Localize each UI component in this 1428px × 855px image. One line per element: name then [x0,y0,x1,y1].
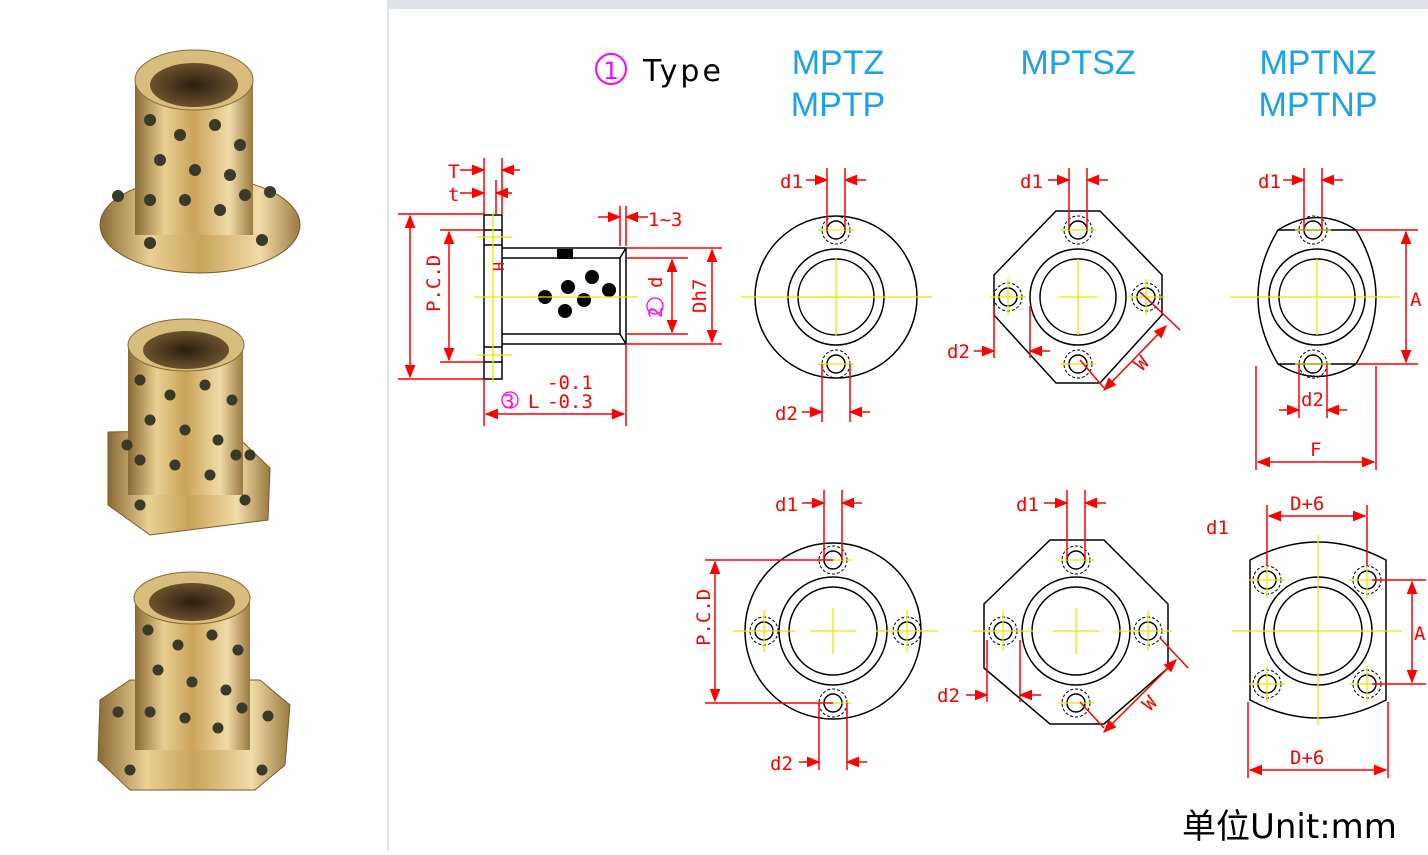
label-d1-mptp: d1 [775,494,798,516]
label-d1-mptsz-b: d1 [1016,494,1039,516]
label-A-top: A [1410,289,1422,311]
side-view-centerlines [474,212,638,383]
label-F: F [1310,439,1321,461]
view-mptsz-octagon: d1 d2 W [947,168,1181,391]
top-border [0,0,1428,9]
label-d1-mptnp: d1 [1206,517,1229,539]
label-d2-mptz: d2 [775,403,798,425]
label-A-bottom: A [1414,623,1426,645]
side-view-dimensions [398,158,722,426]
model-mptnp: MPTNP [1259,86,1378,124]
type-marker: 1 [603,57,618,85]
graphite-plugs [538,270,616,318]
label-L: L [528,391,539,413]
view-mptz-2hole: d1 d2 [741,168,932,425]
side-view: T t 1~3 P.C.D H 2 d Dh7 3 L -0.1 -0.3 [398,158,722,426]
photo-square-flange-bushing [107,318,271,536]
panel-divider [387,0,389,851]
label-d: d [645,277,667,288]
model-mptsz: MPTSZ [1020,44,1135,82]
label-tol-lower: -0.3 [547,391,593,413]
photo-cut-flange-bushing [97,571,291,791]
label-L-marker: 3 [503,391,514,413]
photo-round-flange-bushing [99,49,301,274]
side-view-labels: T t 1~3 P.C.D H 2 d Dh7 3 L -0.1 -0.3 [423,161,711,413]
type-marker-circle [595,53,627,85]
label-W-mptsz-b: W [1138,691,1162,715]
label-t: t [448,184,459,206]
label-d2-mptp: d2 [770,753,793,775]
type-header: 1 Type MPTZ MPTP MPTSZ MPTNZ MPTNP [595,44,1378,124]
label-D6-top: D+6 [1290,493,1324,515]
label-d-marker: 2 [645,307,667,318]
product-photos [97,49,301,791]
label-d1-mptnz: d1 [1258,171,1281,193]
label-W-mptsz: W [1130,351,1154,375]
d-marker-circle [646,297,664,315]
label-T: T [448,161,459,183]
label-H: H [489,262,507,271]
view-mptnp-square: d1 D+6 A D+6 [1206,493,1426,778]
label-pcd-mptp: P.C.D [693,589,715,646]
label-d1-mptsz: d1 [1020,171,1043,193]
model-mptnz: MPTNZ [1259,44,1376,82]
label-d2-mptsz-b: d2 [937,685,960,707]
label-d2-mptsz: d2 [947,341,970,363]
label-d2-mptnz: d2 [1301,389,1324,411]
view-mptsz-octagon-4hole: d1 d2 W [937,490,1189,733]
technical-drawing: 1 Type MPTZ MPTP MPTSZ MPTNZ MPTNP [398,44,1426,847]
label-pcd: P.C.D [423,255,445,312]
label-tol-upper: -0.1 [547,372,593,394]
view-mptnz-cut: d1 d2 A F [1230,168,1422,470]
type-label: Type [642,54,724,89]
label-d1-mptz: d1 [780,171,803,193]
label-D6-bottom: D+6 [1290,747,1324,769]
label-1-3: 1~3 [648,209,682,231]
product-photo-panel [0,0,387,851]
oil-groove-mark [557,249,573,259]
unit-label: 单位Unit:mm [1182,807,1397,847]
L-marker-circle [501,391,519,409]
model-mptz: MPTZ [792,44,885,82]
model-mptp: MPTP [791,86,885,124]
label-Dh7: Dh7 [689,279,711,313]
view-mptp-4hole: d1 P.C.D d2 [693,490,938,775]
